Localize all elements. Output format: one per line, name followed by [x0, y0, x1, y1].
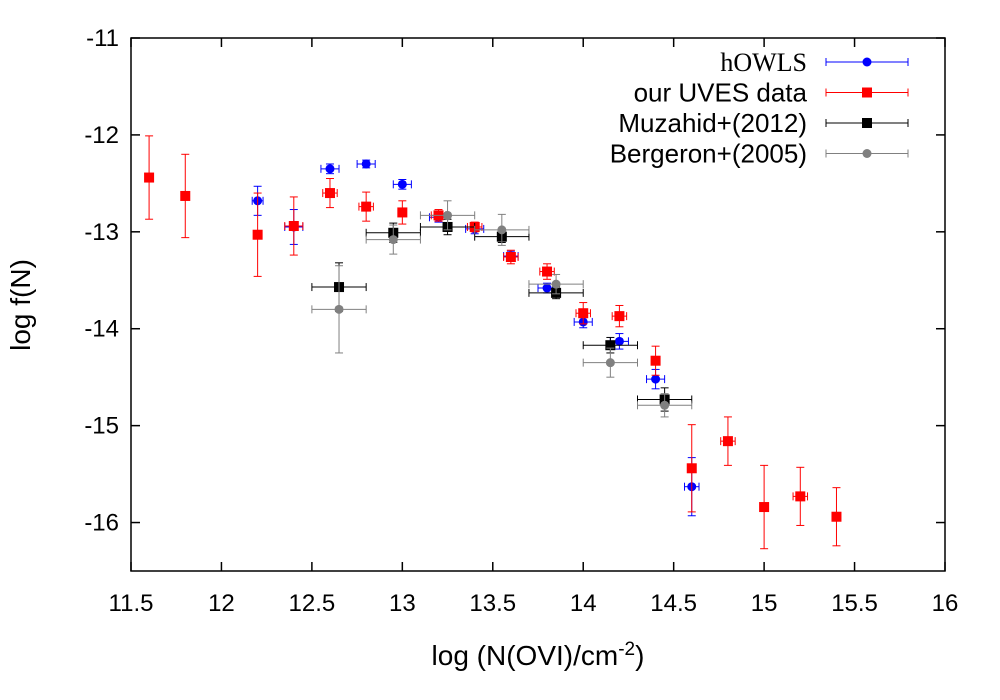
data-point — [144, 172, 155, 183]
legend-label: Bergeron+(2005) — [610, 139, 807, 169]
data-point — [397, 207, 408, 218]
data-point — [324, 188, 335, 199]
series-2 — [311, 218, 693, 412]
x-tick-label: 16 — [932, 590, 959, 617]
x-tick-label: 13.5 — [469, 590, 516, 617]
legend-label: hOWLS — [720, 48, 807, 77]
data-point — [180, 190, 191, 201]
data-point — [759, 502, 770, 513]
data-point — [252, 229, 263, 240]
legend-label: our UVES data — [634, 78, 808, 108]
legend-marker — [862, 118, 872, 128]
x-tick-label: 15 — [751, 590, 778, 617]
y-tick-label: -15 — [84, 413, 119, 440]
data-point — [660, 400, 670, 410]
x-tick-label: 14.5 — [650, 590, 697, 617]
x-tick-label: 12 — [208, 590, 235, 617]
data-point — [505, 252, 516, 263]
y-axis-title: log f(N) — [5, 259, 36, 351]
legend-marker — [862, 87, 872, 98]
marks-layer — [144, 135, 842, 550]
data-point — [605, 340, 616, 351]
data-point — [388, 235, 398, 245]
data-point — [650, 355, 661, 366]
data-point — [605, 358, 615, 368]
y-tick-label: -16 — [84, 510, 119, 537]
data-point — [722, 436, 733, 447]
plot-frame — [130, 37, 946, 572]
legend-label: Muzahid+(2012) — [618, 108, 807, 138]
data-point — [542, 266, 553, 277]
data-point — [795, 491, 806, 502]
data-point — [551, 279, 561, 289]
data-point — [288, 221, 299, 232]
data-point — [614, 311, 625, 322]
data-point — [542, 283, 552, 293]
series-1 — [144, 135, 842, 550]
data-point — [578, 308, 589, 319]
y-tick-label: -11 — [86, 25, 119, 52]
series-3 — [311, 200, 693, 418]
data-point — [397, 179, 407, 189]
series-0 — [251, 159, 700, 517]
data-point — [614, 336, 624, 346]
x-tick-label: 13 — [389, 590, 416, 617]
y-tick-label: -14 — [84, 316, 119, 343]
ticks-layer: 11.5 12 12.5 13 13.5 14 14.5 15 15.5 16 -11 -12 -13 -… — [84, 25, 958, 617]
legend-marker — [862, 57, 872, 67]
x-tick-label: 11.5 — [109, 590, 154, 617]
data-point — [651, 374, 661, 384]
data-point — [361, 159, 371, 169]
x-tick-label: 15.5 — [831, 590, 878, 617]
data-point — [325, 164, 335, 174]
data-point — [831, 511, 842, 522]
data-point — [361, 201, 372, 212]
data-point — [334, 304, 344, 314]
legend-marker — [862, 149, 872, 158]
y-tick-label: -13 — [84, 219, 119, 246]
x-tick-label: 14 — [570, 590, 597, 617]
x-axis-title: log (N(OVI)/cm-2) — [432, 639, 645, 672]
x-tick-label: 12.5 — [289, 590, 336, 617]
data-point — [443, 210, 453, 220]
data-point — [686, 463, 697, 474]
y-tick-label: -12 — [84, 122, 119, 149]
data-point — [497, 225, 507, 235]
